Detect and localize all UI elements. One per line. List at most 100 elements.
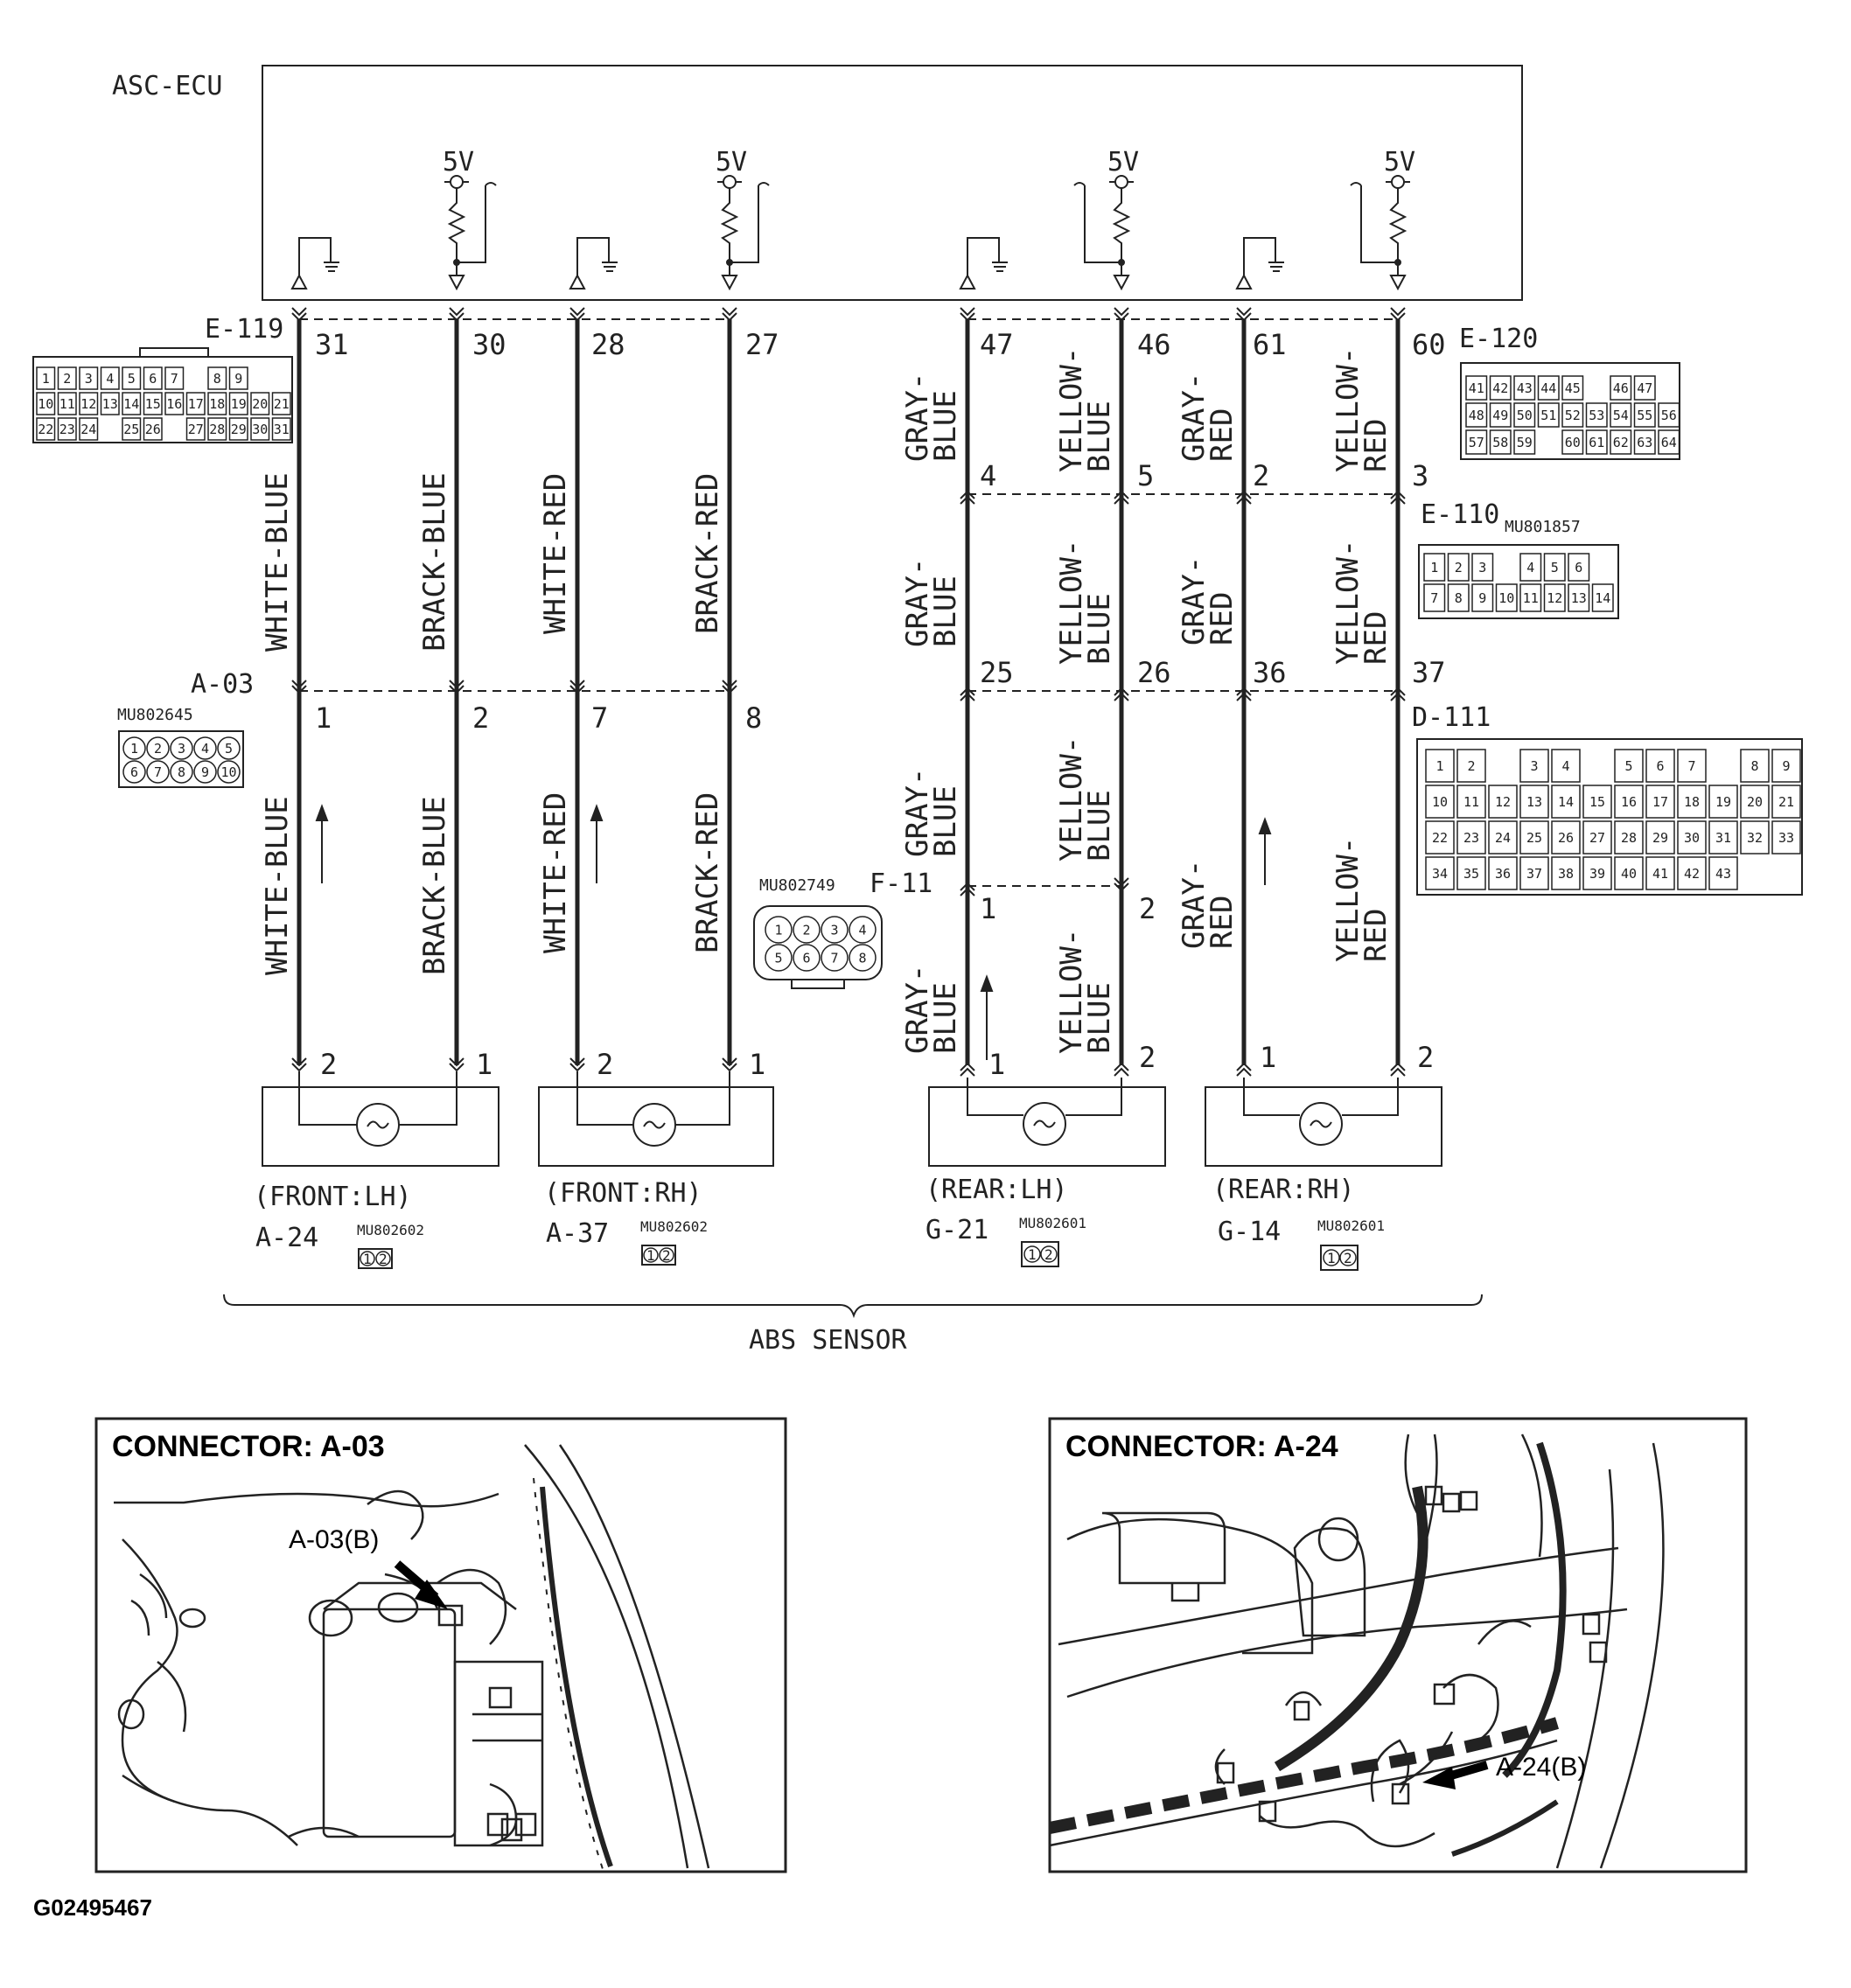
pin-e110-5: 5 (1137, 459, 1154, 492)
photo-panel-a24: CONNECTOR: A-24 (1048, 1417, 1748, 1873)
connector-pin-number: 5 (774, 950, 782, 966)
ecu-ground-circuits (290, 237, 1284, 289)
connector-pin-number: 4 (1561, 758, 1569, 774)
connector-pin-cell (1456, 785, 1486, 819)
connector-pin-cell (1582, 820, 1612, 854)
connector-pin-cell (1489, 375, 1512, 401)
connector-pin-number: 4 (201, 741, 209, 757)
connector-pin-cell (36, 417, 56, 441)
sensor-front-lh-pin-a: 2 (320, 1048, 337, 1081)
connector-pin-number: 56 (1661, 408, 1677, 423)
connector-d111-label: D-111 (1412, 702, 1491, 733)
wire-label-white-blue-lower: WHITE-BLUE (260, 796, 295, 975)
connector-pin-number: 15 (1589, 794, 1605, 810)
connector-pin-cell (1677, 785, 1707, 819)
connector-pin-number: 1 (1435, 758, 1443, 774)
connector-pin-number: 44 (1540, 380, 1556, 396)
connector-pin-cell (217, 736, 241, 760)
connector-pin-cell (1537, 375, 1560, 401)
connector-pin-number: 3 (85, 371, 93, 387)
engine-bay-illustration (114, 1444, 710, 1873)
connector-pin-cell (1543, 553, 1566, 582)
sensor-front-rh-part: MU802602 (640, 1218, 708, 1235)
connector-pin-cell (1614, 785, 1644, 819)
wire-label-yellow-red-c2: RED (1359, 909, 1393, 962)
connector-pin-cell (170, 760, 193, 784)
connector-pin-number: 6 (130, 764, 138, 780)
connector-pin-cell (193, 736, 217, 760)
connector-pin-number: 31 (1715, 830, 1731, 846)
connector-pin-cell (1471, 583, 1494, 612)
sensor-rear-rh-pin-b: 2 (1417, 1041, 1434, 1074)
connector-pin-number: 62 (1613, 435, 1629, 450)
connector-pin-number: 9 (201, 764, 209, 780)
sensor-rear-lh-connector: G-21 (926, 1215, 988, 1245)
connector-a03-part: MU802645 (117, 706, 193, 724)
connector-pin-number: 36 (1495, 866, 1511, 882)
connector-pin-cell (1465, 402, 1488, 428)
connector-pin-cell (1658, 429, 1680, 455)
connector-pin-cell (1495, 583, 1518, 612)
connector-pin-cell (36, 366, 56, 390)
connector-pin-number: 54 (1613, 408, 1629, 423)
connector-pin-cell (1633, 375, 1656, 401)
sensor-rear-rh-connector: G-14 (1218, 1217, 1281, 1247)
connector-pin-number: 34 (1432, 866, 1448, 882)
connector-pin-number: 4 (858, 922, 866, 938)
connector-pin-cell (1771, 820, 1801, 854)
pin-f11-1: 1 (980, 892, 996, 925)
connector-chevrons (291, 307, 1406, 1077)
connector-pin-number: 27 (188, 422, 204, 437)
connector-f11-part: MU802749 (759, 876, 835, 895)
connector-pin-cell (143, 392, 163, 415)
sensor-front-rh-connector: A-37 (546, 1218, 609, 1249)
wire-label-gray-red-a1: GRAY- (1177, 373, 1212, 462)
connector-pin-cell (1471, 553, 1494, 582)
connector-pin-number: 6 (802, 950, 810, 966)
connector-pin-cell (849, 916, 877, 944)
sensor-front-rh-pin-a: 2 (597, 1048, 613, 1081)
connector-pin-cell (1513, 429, 1536, 455)
connector-pin-number: 16 (1621, 794, 1637, 810)
sensor-front-lh-pin-b: 1 (476, 1048, 492, 1081)
wire-label-gray-red-c1: GRAY- (1177, 860, 1212, 949)
wire-label-gray-blue-a1: GRAY- (900, 373, 935, 462)
connector-pin-cell (1568, 553, 1590, 582)
svg-text:1: 1 (646, 1247, 655, 1264)
pin-e119-30: 30 (472, 328, 506, 361)
connector-pin-number: 14 (123, 396, 139, 412)
connector-pin-number: 30 (1684, 830, 1700, 846)
connector-pin-cell (1537, 402, 1560, 428)
connector-pin-number: 7 (1687, 758, 1695, 774)
wire-label-yellow-red-a2: RED (1359, 419, 1393, 472)
abs-sensor-label: ABS SENSOR (749, 1325, 908, 1356)
wire-label-white-red-lower: WHITE-RED (538, 792, 573, 953)
wire-label-yellow-blue-d1: YELLOW- (1054, 929, 1089, 1054)
sensor-rear-rh: 1 2 (REAR:RH) G-14 MU802601 1 2 (1205, 1041, 1442, 1271)
connector-pin-cell (1425, 820, 1455, 854)
connector-pin-cell (1582, 856, 1612, 890)
connector-pin-cell (100, 392, 120, 415)
connector-pin-number: 6 (1656, 758, 1664, 774)
pin-d111-25: 25 (980, 656, 1014, 689)
connector-pin-cell (146, 760, 170, 784)
photo-a03-callout: A-03(B) (289, 1525, 379, 1554)
connector-pin-number: 19 (231, 396, 247, 412)
connector-pin-cell (271, 417, 291, 441)
wire-label-yellow-blue-c1: YELLOW- (1054, 736, 1089, 861)
photo-a03-title: CONNECTOR: A-03 (112, 1430, 385, 1463)
connector-pin-number: 28 (1621, 830, 1637, 846)
connector-pin-number: 50 (1517, 408, 1533, 423)
connector-pin-cell (1456, 749, 1486, 783)
connector-pin-number: 16 (166, 396, 182, 412)
wire-label-white-red-upper: WHITE-RED (538, 473, 573, 634)
connector-pin-number: 52 (1565, 408, 1581, 423)
connector-pin-cell (1519, 749, 1549, 783)
svg-text:1: 1 (363, 1251, 372, 1267)
connector-pin-number: 25 (123, 422, 139, 437)
connector-pin-cell (57, 392, 77, 415)
connector-pin-number: 40 (1621, 866, 1637, 882)
connector-pin-cell (57, 366, 77, 390)
connector-pin-number: 21 (274, 396, 290, 412)
